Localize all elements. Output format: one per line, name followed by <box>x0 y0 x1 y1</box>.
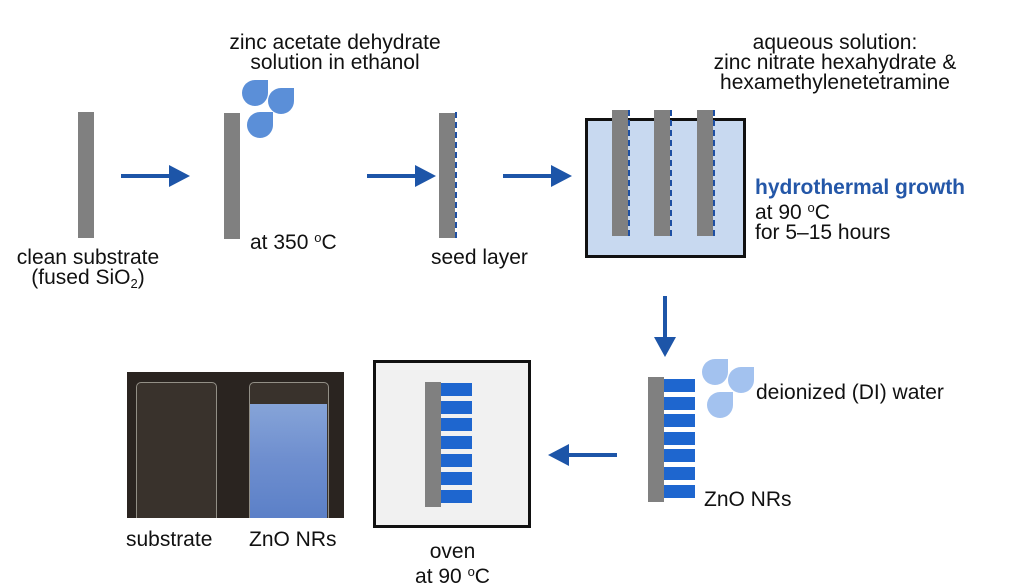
degree-symbol: o <box>467 564 475 579</box>
growth-substrate-3 <box>697 110 713 236</box>
growth-substrate-1 <box>612 110 628 236</box>
arrow-icon <box>548 444 617 466</box>
growth-reagent-line1: aqueous solution: <box>752 31 918 54</box>
nanorod <box>664 449 695 462</box>
nanorod <box>664 432 695 445</box>
seeding-reagent-label: zinc acetate dehydrate solution in ethan… <box>200 31 470 74</box>
droplet-icon <box>242 80 268 106</box>
growth-seed-layer-2 <box>670 110 672 236</box>
growth-reagent-line3: hexamethylenetetramine <box>720 71 950 94</box>
growth-reagent-line2: zinc nitrate hexahydrate & <box>713 51 957 74</box>
arrow-shaft <box>567 453 617 457</box>
rinse-product-label: ZnO NRs <box>704 488 792 511</box>
nanorod <box>441 401 472 414</box>
droplet-icon <box>707 392 733 418</box>
growth-temperature: at 90 oC <box>755 198 965 223</box>
temp-unit: C <box>321 231 337 254</box>
arrow-shaft <box>663 296 667 338</box>
clean-substrate-label-line1: clean substrate <box>16 246 160 269</box>
photo-zno-coating <box>250 404 327 518</box>
nanorod <box>664 485 695 498</box>
nanorod <box>441 454 472 467</box>
seeding-temperature: at 350 oC <box>250 228 337 253</box>
rinse-substrate <box>648 377 664 502</box>
oven-substrate <box>425 382 441 507</box>
photo-bare-substrate <box>136 382 217 518</box>
arrow-icon <box>503 165 572 187</box>
photo-right-label: ZnO NRs <box>249 528 337 551</box>
clean-substrate-label: clean substrate (fused SiO2) <box>3 246 173 294</box>
clean-substrate-label-line2: (fused SiO2) <box>3 266 173 294</box>
seeding-reagent-line1: zinc acetate dehydrate <box>229 31 441 54</box>
temp-value: at 350 <box>250 231 315 254</box>
arrow-shaft <box>503 174 553 178</box>
growth-seed-layer-1 <box>628 110 630 236</box>
growth-seed-layer-3 <box>713 110 715 236</box>
arrow-shaft <box>121 174 171 178</box>
droplet-icon <box>728 367 754 393</box>
droplet-icon <box>702 359 728 385</box>
nanorod <box>441 383 472 396</box>
droplet-icon <box>247 112 273 138</box>
photo-left-label: substrate <box>126 528 213 551</box>
nanorod <box>441 490 472 503</box>
arrow-head <box>654 337 676 357</box>
nanorod <box>441 418 472 431</box>
growth-substrate-2 <box>654 110 670 236</box>
arrow-head <box>169 165 190 187</box>
arrow-icon <box>654 296 676 357</box>
degree-symbol: o <box>314 230 322 245</box>
sio2-suffix: ) <box>137 266 145 289</box>
seed-layer <box>455 112 457 238</box>
growth-conditions: hydrothermal growth at 90 oC for 5–15 ho… <box>755 176 966 244</box>
temp-value: at 90 <box>755 201 808 224</box>
arrow-head <box>415 165 436 187</box>
nanorod <box>664 397 695 410</box>
growth-duration: for 5–15 hours <box>755 221 891 244</box>
droplet-icon <box>268 88 294 114</box>
arrow-head <box>551 165 572 187</box>
arrow-icon <box>367 165 436 187</box>
growth-title: hydrothermal growth <box>755 176 966 199</box>
arrow-icon <box>121 165 190 187</box>
rinse-reagent-label: deionized (DI) water <box>756 381 944 404</box>
arrow-shaft <box>367 174 417 178</box>
oven-label: oven at 90 oC <box>380 540 525 587</box>
seeding-reagent-line2: solution in ethanol <box>250 51 420 74</box>
nanorod <box>664 379 695 392</box>
oven-temperature: at 90 oC <box>380 562 525 587</box>
oven-label-line1: oven <box>429 540 476 563</box>
growth-reagent-label: aqueous solution: zinc nitrate hexahydra… <box>675 31 995 94</box>
seed-substrate <box>439 113 455 238</box>
clean-substrate <box>78 112 94 238</box>
nanorod <box>441 436 472 449</box>
sio2-subscript: 2 <box>130 276 138 291</box>
temp-value: at 90 <box>415 565 468 588</box>
arrow-head <box>548 444 569 466</box>
seed-layer-label: seed layer <box>431 246 528 269</box>
seeding-substrate <box>224 113 240 239</box>
temp-unit: C <box>814 201 830 224</box>
temp-unit: C <box>474 565 490 588</box>
nanorod <box>664 414 695 427</box>
degree-symbol: o <box>807 200 815 215</box>
sio2-prefix: (fused SiO <box>31 266 131 289</box>
nanorod <box>441 472 472 485</box>
nanorod <box>664 467 695 480</box>
sample-photo <box>127 372 344 518</box>
